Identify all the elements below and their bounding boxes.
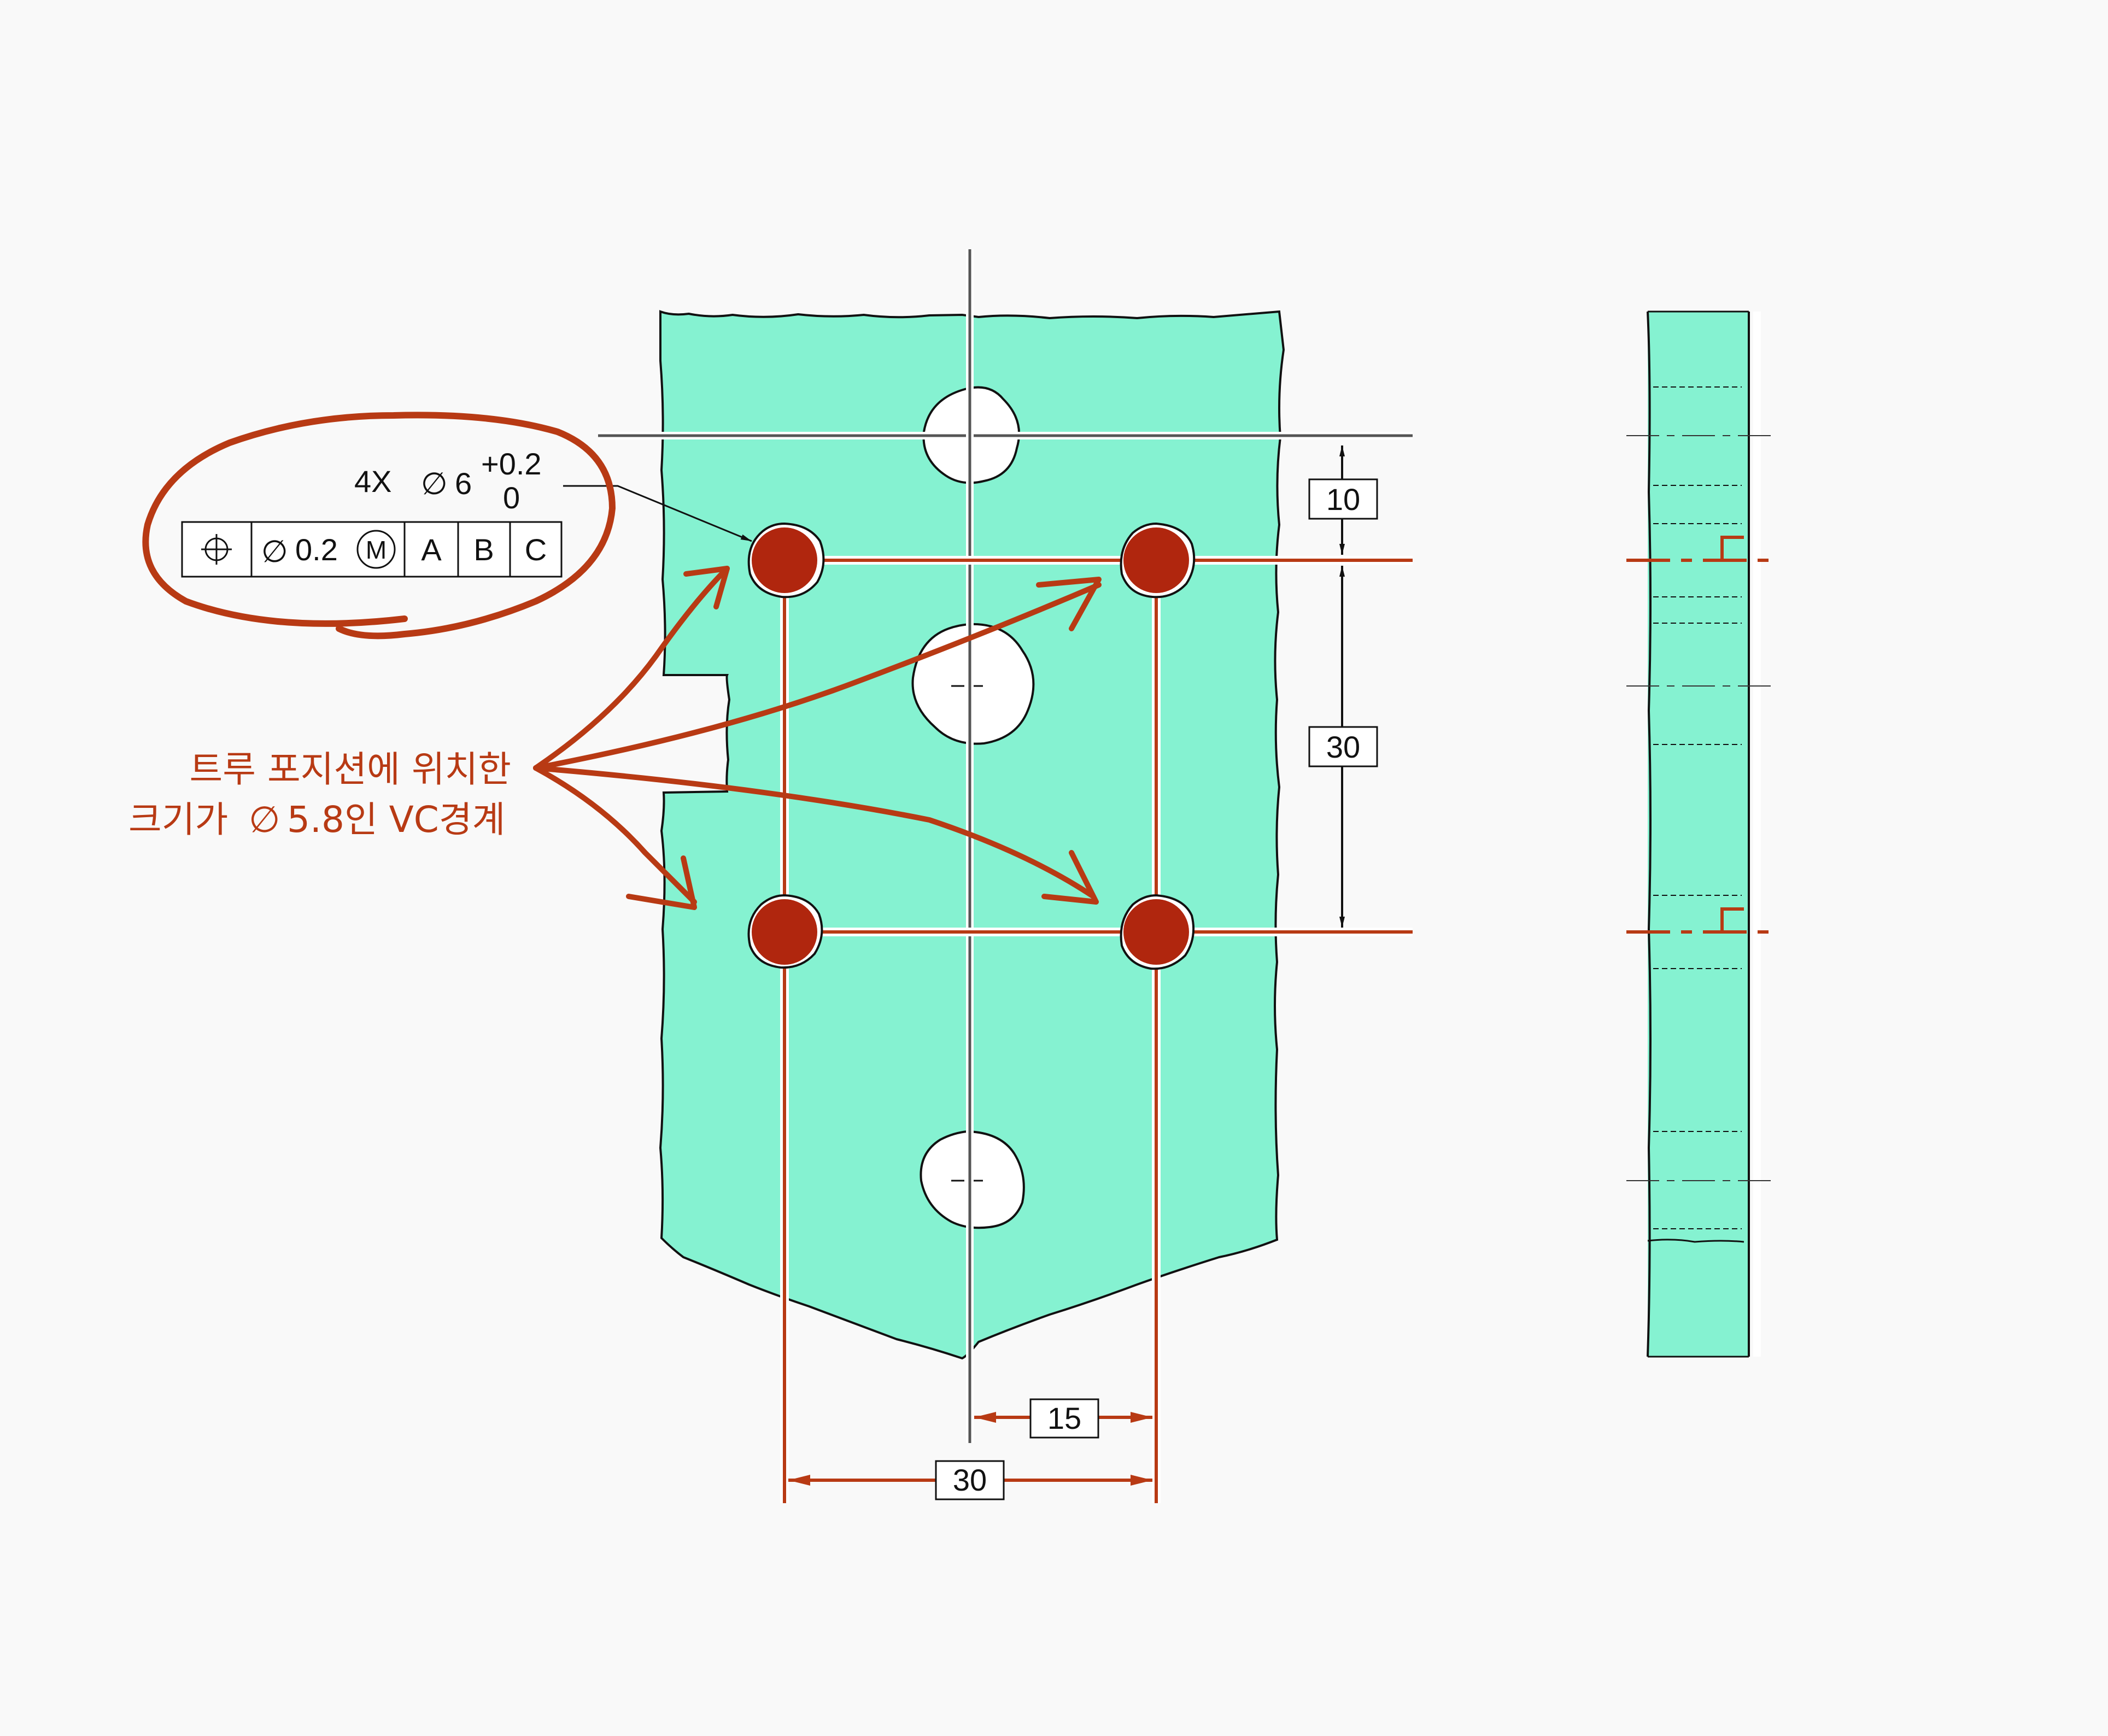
annotation-arrows [533,566,1102,910]
dimension-30-vertical: 30 [1308,566,1378,928]
fcf-datum-b: B [473,532,494,567]
position-symbol-icon [201,534,232,565]
hole-bottom-left [747,894,823,969]
centerlines [598,249,1413,1443]
hole-bottom-right [1120,894,1195,970]
callout-tol-lower: 0 [503,480,520,515]
vc-boundary-annotation: 트루 포지션에 위치한 크기가 ∅ 5.8인 VC경계 [128,748,511,841]
callout-diameter-symbol: ∅ [421,466,448,501]
dimension-10-text: 10 [1326,482,1360,517]
side-view [1626,310,1774,1358]
fcf-tolerance: 0.2 [295,532,338,567]
dimension-10: 10 [1308,445,1378,555]
annotation-line2-symbol: ∅ [249,799,280,841]
dimension-15-text: 15 [1047,1401,1081,1435]
mmc-modifier-circle [356,530,396,569]
dimension-30-vertical-text: 30 [1326,730,1360,764]
hand-drawn-highlight-ellipse [142,412,616,640]
hole-top-left [747,522,825,599]
callout-nominal: 6 [455,466,472,501]
callout-count: 4X [354,464,392,498]
fcf-modifier: M [366,536,387,564]
fcf-datum-a: A [421,532,442,567]
callout-tol-upper: +0.2 [481,447,542,481]
hole-top-right [1120,522,1196,599]
annotation-line2-rest: 5.8인 VC경계 [287,799,505,841]
annotation-line1: 트루 포지션에 위치한 [190,748,511,790]
hole-callout: 4X ∅ 6 +0.2 0 [354,447,752,542]
dimension-30-horizontal-text: 30 [953,1463,987,1497]
dimension-30-horizontal: 30 [788,1460,1152,1500]
fcf-diameter-symbol: ∅ [261,534,288,568]
dimension-15: 15 [974,1398,1152,1439]
feature-control-frame: ∅ 0.2 M A B C [181,521,563,578]
annotation-line2-prefix: 크기가 [128,799,228,841]
fcf-datum-c: C [525,532,547,567]
true-position-grid [780,556,1413,1503]
